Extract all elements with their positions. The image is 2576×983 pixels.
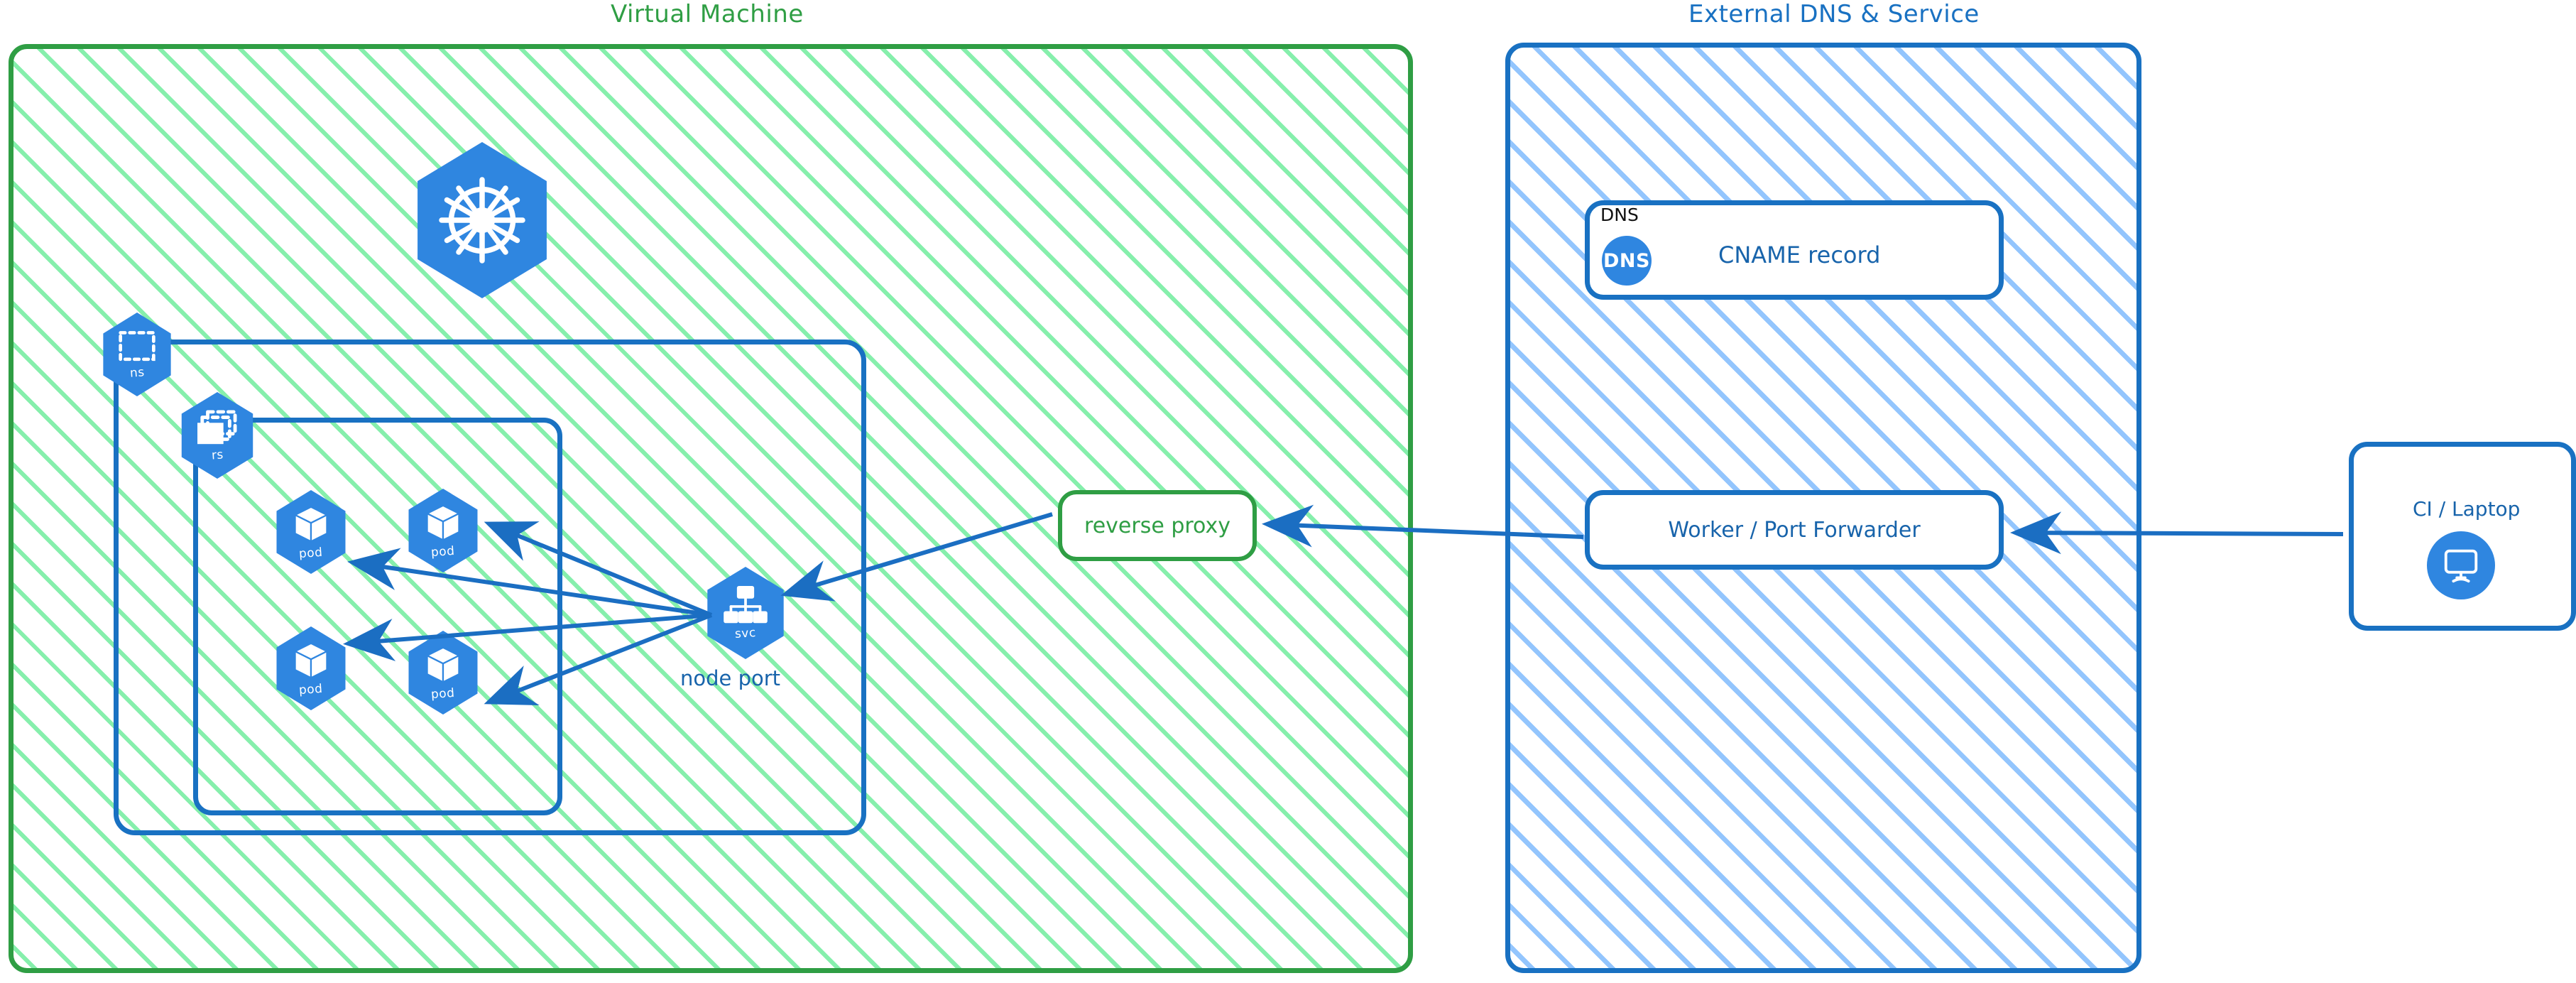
replicaset-boundary-box [193,418,562,815]
pod-badge: pod [276,626,346,710]
desktop-monitor-icon [2427,531,2495,599]
reverse-proxy-label: reverse proxy [1084,513,1230,538]
dns-card-tag: DNS [1600,205,1639,225]
namespace-badge-label: ns [129,365,145,381]
reverse-proxy-box[interactable]: reverse proxy [1058,490,1257,561]
group-title-external-dns-service: External DNS & Service [1688,0,1980,28]
dns-icon: DNS [1602,236,1652,286]
dns-card-title: CNAME record [1718,241,1881,268]
node-port-caption: node port [680,666,781,690]
service-badge-label: svc [734,625,757,642]
group-title-virtual-machine: Virtual Machine [611,0,804,28]
ci-laptop-label: CI / Laptop [2413,497,2521,521]
service-badge: svc [707,567,784,659]
worker-port-forwarder-box[interactable]: Worker / Port Forwarder [1585,490,2004,570]
pod-badge-label: pod [298,681,324,698]
dns-card[interactable] [1585,200,2004,300]
pod-badge-label: pod [430,543,456,560]
pod-badge: pod [408,489,478,572]
worker-port-forwarder-label: Worker / Port Forwarder [1668,517,1921,543]
pod-badge: pod [276,490,346,574]
replicaset-badge-label: rs [210,447,224,463]
dns-icon-label: DNS [1603,249,1650,272]
pod-badge-label: pod [298,545,324,562]
pod-badge-label: pod [430,685,456,702]
